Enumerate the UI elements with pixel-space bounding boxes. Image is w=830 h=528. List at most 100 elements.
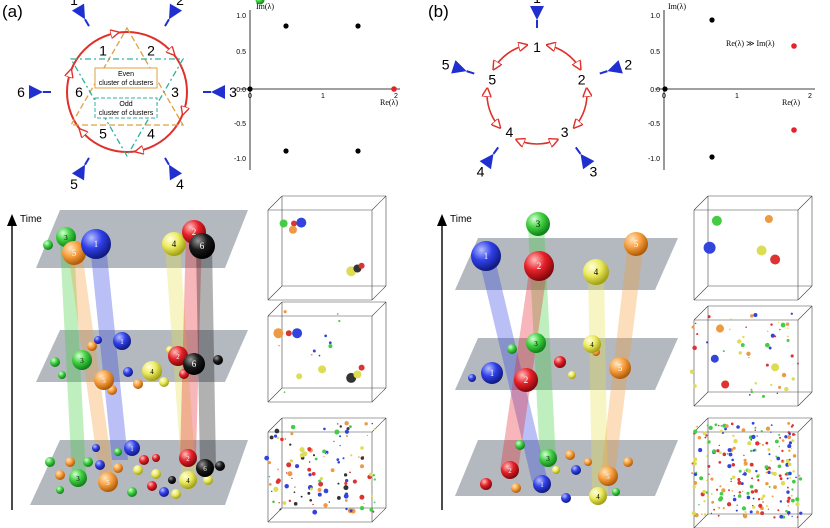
particle-cluster: [291, 477, 293, 479]
ytick-1: 1.0: [650, 13, 660, 20]
legend-odd-box: [94, 97, 158, 119]
particle-cluster: [707, 464, 711, 468]
particle-cluster: [733, 438, 738, 444]
particle-cluster: [749, 484, 754, 489]
particle-cluster: [790, 354, 794, 358]
cluster-ball: [481, 362, 503, 384]
ring-node-label: 1: [533, 39, 541, 55]
particle-cluster: [707, 440, 711, 444]
small-particle: [92, 444, 100, 452]
particle-cluster: [710, 512, 713, 515]
particle-cluster: [774, 439, 779, 444]
particle-cluster: [787, 444, 792, 449]
particle-cluster: [328, 501, 330, 503]
ytick-0: 0.0: [650, 87, 660, 94]
particle-cluster: [796, 516, 799, 519]
small-particle: [568, 371, 576, 379]
particle-cluster: [334, 429, 340, 435]
ytick-05: 0.5: [236, 49, 246, 56]
node-marker-icon: [451, 60, 475, 75]
particle-cluster: [268, 461, 272, 465]
particle-cluster: [713, 508, 716, 511]
particle-cluster: [699, 476, 704, 481]
particle-cluster: [360, 446, 364, 450]
ytick-m05: -0.5: [234, 121, 246, 128]
particle-cluster: [336, 458, 340, 461]
particle-cluster: [731, 490, 734, 492]
outer-node-label: 3: [229, 84, 237, 100]
particle-cluster: [692, 345, 697, 351]
small-particle: [45, 457, 55, 467]
particle-cluster: [278, 502, 280, 504]
particle-cluster: [799, 511, 803, 515]
particle-cluster: [787, 335, 789, 338]
cluster-ball: [98, 472, 118, 492]
trajectory-band: [196, 245, 216, 468]
particle-cluster: [750, 490, 755, 494]
particle-cluster: [750, 439, 753, 441]
small-particle: [151, 469, 161, 479]
particle-cluster: [779, 436, 782, 439]
particle-cluster: [795, 497, 800, 502]
small-particle: [571, 465, 581, 475]
particle-cluster: [755, 510, 760, 514]
particle-cluster: [786, 459, 790, 463]
particle-cluster: [707, 450, 710, 453]
particle-cluster: [330, 468, 335, 473]
eigen-point: [283, 148, 289, 154]
particle-cluster: [787, 511, 791, 515]
particle-cluster: [746, 469, 748, 471]
particle-cluster: [718, 451, 722, 455]
particle-cluster: [749, 462, 754, 467]
ring-edge: [548, 45, 580, 68]
small-particle: [58, 371, 66, 379]
small-particle: [159, 377, 169, 387]
particle-cluster: [767, 508, 770, 510]
particle-cluster: [689, 369, 695, 374]
ring-arrow: [69, 70, 71, 77]
trajectory-band: [500, 265, 548, 470]
cluster-ball-label: 5: [72, 248, 77, 258]
particle-cluster: [717, 506, 720, 509]
particle-cluster: [727, 448, 732, 452]
cluster-ball: [526, 333, 546, 353]
particle-cluster: [280, 437, 284, 442]
particle-cluster: [756, 245, 767, 256]
particle-cluster: [776, 456, 781, 461]
particle-cluster: [737, 477, 741, 482]
particle-cluster: [339, 435, 342, 438]
small-particle: [56, 486, 64, 494]
particle-cluster: [761, 443, 765, 446]
legend-even-line2: cluster of clusters: [99, 80, 154, 87]
particle-cluster: [749, 510, 753, 514]
small-particle: [171, 489, 181, 499]
eigen-point: [355, 148, 361, 154]
particle-cluster: [336, 313, 339, 315]
particle-cluster: [717, 424, 720, 427]
eigen-point: [709, 17, 715, 23]
xtick-1: 1: [321, 93, 325, 100]
small-particle: [83, 457, 93, 467]
particle-cluster: [703, 513, 707, 516]
particle-cluster: [359, 505, 365, 511]
particle-cluster: [364, 422, 368, 426]
particle-cluster: [691, 461, 694, 464]
particle-cluster: [319, 477, 324, 481]
particle-cluster: [748, 394, 751, 396]
particle-cluster: [715, 488, 719, 491]
particle-cluster: [746, 491, 750, 495]
particle-cluster: [289, 443, 292, 446]
cluster-ball-label: 2: [524, 375, 529, 385]
particle-cluster: [293, 491, 296, 494]
node-marker-icon: [530, 6, 544, 28]
particle-cluster: [752, 505, 756, 509]
particle-cluster: [755, 441, 760, 446]
particle-cluster: [279, 508, 282, 511]
particle-cluster: [369, 472, 373, 477]
particle-cluster: [774, 335, 777, 338]
particle-cluster: [323, 488, 329, 494]
particle-cluster: [273, 486, 279, 492]
eigen-point-red: [791, 43, 797, 49]
particle-cluster: [773, 516, 776, 519]
